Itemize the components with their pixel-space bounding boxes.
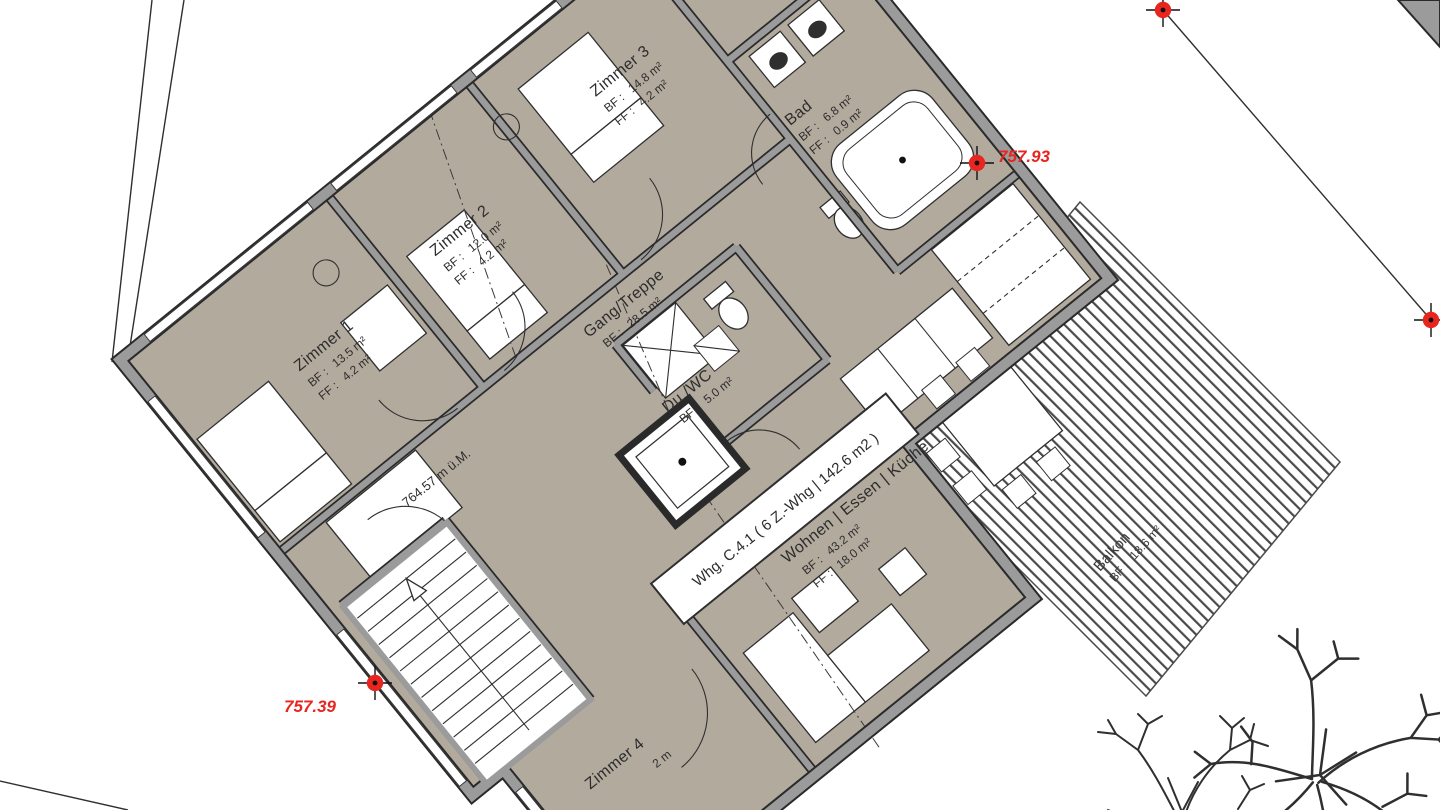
window [330,85,458,192]
dining-chairs [920,346,1071,510]
shower-icon [621,301,720,400]
bed-foot [466,283,549,360]
washbasin-icon [748,0,846,89]
window-bands [143,0,618,810]
wardrobe [339,284,428,372]
door-swing-arcs [367,113,801,768]
sofa [742,602,931,744]
bed-foot [253,451,353,543]
furniture [196,0,1092,744]
exterior-walls [110,0,1120,810]
neighbor-building-corner [1396,0,1440,49]
survey-point-value: 757.39 [284,697,337,716]
elevator [614,393,751,530]
window [143,201,314,343]
survey-line [1162,9,1432,321]
staircase-arrow [405,577,428,602]
window-vent-symbol [492,113,520,141]
window [515,785,618,810]
bed-foot [570,96,665,184]
bathtub-icon [830,89,975,231]
window [147,395,266,539]
survey-markers: 757.93 757.39 [284,0,1440,716]
wc-toilet-icon [702,280,749,330]
coffee-table [790,566,860,634]
survey-point-value: 757.93 [998,147,1051,166]
window-vent-symbol [312,259,340,287]
window [336,628,468,788]
side-table [877,546,928,597]
stairs [338,518,595,789]
stair-direction-line [419,595,530,731]
elevator-dot [678,457,687,466]
window [470,0,563,78]
building: Zimmer 1 BF :13.5 m² FF :4.2 m² Zimmer 2… [110,0,1120,810]
